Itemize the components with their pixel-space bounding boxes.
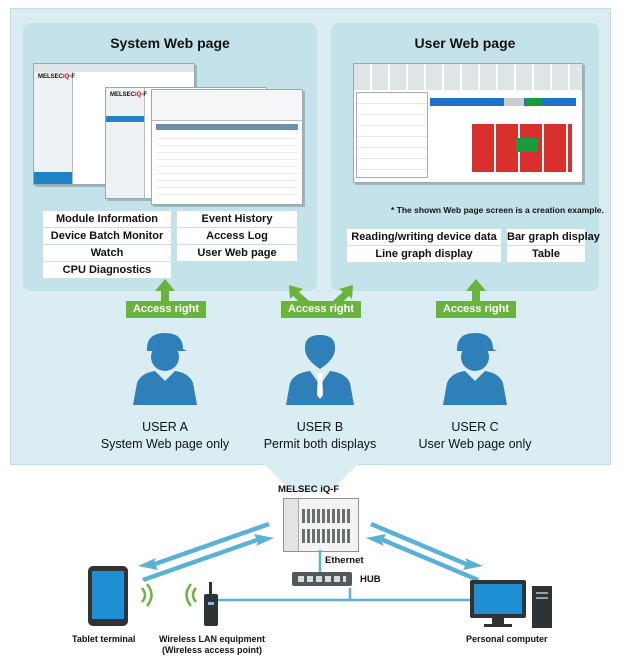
pc-stand-icon bbox=[492, 618, 504, 624]
user-a-figure bbox=[133, 333, 197, 405]
user-b-name: USER B bbox=[296, 420, 344, 434]
access-right-label-b: Access right bbox=[281, 301, 361, 318]
pc-monitor-icon bbox=[470, 580, 526, 618]
hub-device bbox=[292, 572, 352, 586]
user-web-page-panel: User Web page * The shown Web page scree… bbox=[331, 23, 604, 291]
user-c-name: USER C bbox=[451, 420, 499, 434]
feature-bar-graph-display: Bar graph display bbox=[507, 229, 600, 245]
arrow-user-a bbox=[155, 279, 175, 307]
tablet-label: Tablet terminal bbox=[72, 634, 136, 644]
feature-module-information: Module Information bbox=[43, 211, 171, 227]
feature-watch: Watch bbox=[43, 245, 171, 261]
hub-label: HUB bbox=[360, 574, 381, 585]
user-b-label: USER B Permit both displays bbox=[230, 419, 410, 453]
user-a-label: USER A System Web page only bbox=[75, 419, 255, 453]
feature-line-graph-display: Line graph display bbox=[347, 246, 501, 262]
feature-cpu-diagnostics: CPU Diagnostics bbox=[43, 262, 171, 278]
feature-user-web-page: User Web page bbox=[177, 245, 297, 261]
access-right-label-c: Access right bbox=[436, 301, 516, 318]
pc-tower-icon bbox=[532, 586, 552, 628]
user-panel-title: User Web page bbox=[414, 35, 516, 51]
wireless-arrow-left-2 bbox=[142, 534, 274, 582]
system-panel-title: System Web page bbox=[110, 35, 230, 51]
pc-base-icon bbox=[484, 624, 512, 627]
system-web-page-panel: System Web page MELSECiQ-F MELSECiQ-F Mo… bbox=[23, 23, 317, 291]
wlan-label-line2: (Wireless access point) bbox=[162, 645, 262, 655]
signal-icon-wlan bbox=[185, 583, 197, 607]
tablet-icon bbox=[88, 566, 128, 626]
connector-funnel bbox=[262, 462, 360, 492]
feature-access-log: Access Log bbox=[177, 228, 297, 244]
user-c-figure bbox=[443, 333, 507, 405]
user-a-desc: System Web page only bbox=[100, 437, 230, 451]
wlan-label-line1: Wireless LAN equipment bbox=[159, 634, 265, 644]
pc-label: Personal computer bbox=[466, 634, 548, 644]
wlan-label: Wireless LAN equipment (Wireless access … bbox=[152, 634, 272, 656]
feature-table: Table bbox=[507, 246, 585, 262]
access-right-label-a: Access right bbox=[126, 301, 206, 318]
creation-example-note: * The shown Web page screen is a creatio… bbox=[391, 205, 604, 215]
feature-device-batch-monitor: Device Batch Monitor bbox=[43, 228, 171, 244]
user-c-desc: User Web page only bbox=[418, 437, 532, 451]
user-b-desc: Permit both displays bbox=[263, 437, 377, 451]
user-b-figure bbox=[286, 335, 354, 405]
user-a-name: USER A bbox=[142, 420, 188, 434]
plc-label: MELSEC iQ-F bbox=[278, 484, 340, 495]
user-c-label: USER C User Web page only bbox=[385, 419, 565, 453]
user-screenshot bbox=[353, 63, 583, 183]
feature-reading-writing-device-data: Reading/writing device data bbox=[347, 229, 501, 245]
wireless-arrow-right bbox=[370, 522, 483, 570]
wireless-arrow-right-2 bbox=[366, 534, 479, 582]
system-screenshot-front bbox=[151, 89, 303, 205]
wireless-ap-icon bbox=[204, 582, 218, 626]
signal-icon-tablet bbox=[141, 583, 153, 607]
ethernet-label: Ethernet bbox=[325, 555, 364, 566]
access-diagram: System Web page MELSECiQ-F MELSECiQ-F Mo… bbox=[10, 8, 611, 465]
feature-event-history: Event History bbox=[177, 211, 297, 227]
arrow-user-c bbox=[466, 279, 486, 307]
wireless-arrow-left bbox=[138, 522, 270, 570]
